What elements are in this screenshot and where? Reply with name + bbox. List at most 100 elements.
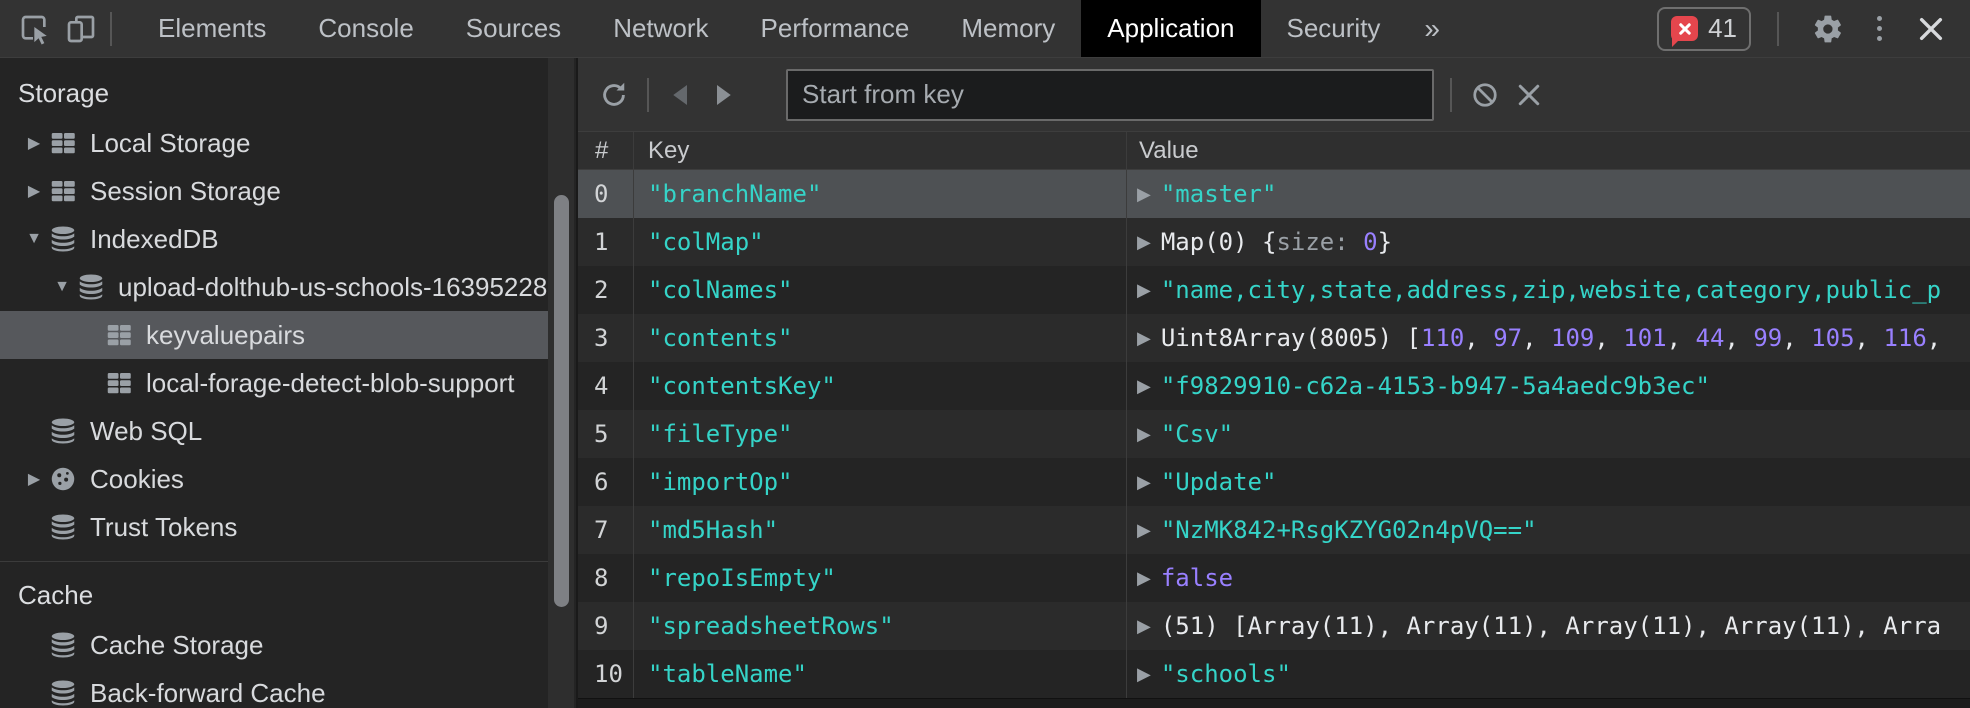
tab-security[interactable]: Security (1286, 13, 1381, 43)
row-value: ▶false (1127, 554, 1970, 602)
sidebar-item-local-storage[interactable]: ▶Local Storage (0, 119, 550, 167)
tab-performance[interactable]: Performance (760, 13, 910, 43)
value-preview: "f9829910-c62a-4153-b947-5a4aedc9b3ec" (1160, 372, 1710, 400)
tree-item-label: keyvaluepairs (146, 319, 305, 350)
row-index: 3 (578, 314, 634, 362)
sidebar-item-session-storage[interactable]: ▶Session Storage (0, 167, 550, 215)
expand-triangle-icon[interactable]: ▶ (1137, 471, 1151, 493)
row-value: ▶"schools" (1127, 650, 1970, 698)
row-value: ▶Map(0) {size: 0} (1127, 218, 1970, 266)
inspect-cursor-icon (19, 13, 51, 45)
expand-triangle-icon[interactable]: ▶ (1137, 375, 1151, 397)
delete-selected-button[interactable] (1509, 75, 1549, 115)
table-footer-strip (578, 698, 1970, 708)
table-row[interactable]: 7"md5Hash"▶"NzMK842+RsgKZYG02n4pVQ==" (578, 506, 1970, 554)
tree-collapsed-icon[interactable]: ▶ (27, 135, 41, 152)
sidebar-scrollbar-thumb[interactable] (554, 195, 569, 607)
device-toolbar-button[interactable] (58, 6, 104, 52)
row-key: "contents" (634, 314, 1127, 362)
tab-application[interactable]: Application (1081, 0, 1261, 57)
table-icon (48, 128, 78, 158)
expand-triangle-icon[interactable]: ▶ (1137, 567, 1151, 589)
table-row[interactable]: 1"colMap"▶Map(0) {size: 0} (578, 218, 1970, 266)
expand-triangle-icon[interactable]: ▶ (1137, 423, 1151, 445)
tree-expanded-icon[interactable]: ▼ (54, 278, 70, 295)
tree-collapsed-icon[interactable]: ▶ (27, 183, 41, 200)
row-key: "spreadsheetRows" (634, 602, 1127, 650)
row-index: 9 (578, 602, 634, 650)
table-body: 0"branchName"▶"master"1"colMap"▶Map(0) {… (578, 170, 1970, 698)
tab-console[interactable]: Console (318, 13, 414, 43)
table-row[interactable]: 6"importOp"▶"Update" (578, 458, 1970, 506)
tree-collapsed-icon[interactable]: ▶ (27, 471, 41, 488)
inspect-cursor-button[interactable] (12, 6, 58, 52)
column-header-value[interactable]: Value (1139, 136, 1199, 164)
sidebar-item-cache-storage[interactable]: Cache Storage (0, 621, 550, 669)
tab-sources[interactable]: Sources (465, 13, 562, 43)
more-tabs-button[interactable]: » (1424, 12, 1440, 44)
expand-triangle-icon[interactable]: ▶ (1137, 615, 1151, 637)
expand-triangle-icon[interactable]: ▶ (1137, 183, 1151, 205)
sidebar-item-cookies[interactable]: ▶ Cookies (0, 455, 550, 503)
expand-triangle-icon[interactable]: ▶ (1137, 519, 1151, 541)
toolbar-divider (1777, 11, 1779, 46)
error-count: 41 (1708, 13, 1737, 43)
table-row[interactable]: 4"contentsKey"▶"f9829910-c62a-4153-b947-… (578, 362, 1970, 410)
table-row[interactable]: 9"spreadsheetRows"▶(51) [Array(11), Arra… (578, 602, 1970, 650)
database-icon (48, 630, 78, 660)
table-row[interactable]: 10"tableName"▶"schools" (578, 650, 1970, 698)
table-row[interactable]: 8"repoIsEmpty"▶false (578, 554, 1970, 602)
toolbar-divider (1450, 77, 1452, 112)
tab-memory[interactable]: Memory (961, 13, 1056, 43)
device-toolbar-icon (65, 13, 97, 45)
tab-elements[interactable]: Elements (158, 13, 267, 43)
sidebar-item-keyvaluepairs[interactable]: keyvaluepairs (0, 311, 550, 359)
row-key: "md5Hash" (634, 506, 1127, 554)
row-key: "importOp" (634, 458, 1127, 506)
row-index: 8 (578, 554, 634, 602)
refresh-button[interactable] (594, 75, 634, 115)
row-index: 2 (578, 266, 634, 314)
section-heading: Cache (18, 580, 94, 610)
settings-button[interactable] (1805, 6, 1851, 52)
tab-strip: Elements Console Sources Network Performance… (132, 0, 1406, 57)
expand-triangle-icon[interactable]: ▶ (1137, 231, 1151, 253)
sidebar-item-local-forage-detect-blob-support[interactable]: local-forage-detect-blob-support (0, 359, 550, 407)
page-forward-button[interactable] (702, 75, 742, 115)
row-value: ▶"master" (1127, 170, 1970, 218)
tree-expanded-icon[interactable]: ▼ (26, 230, 42, 247)
table-row[interactable]: 3"contents"▶Uint8Array(8005) [110, 97, 1… (578, 314, 1970, 362)
tree-item-label: Cache Storage (90, 629, 264, 660)
column-header-index[interactable]: # (578, 132, 634, 169)
column-header-key[interactable]: Key (634, 132, 1127, 169)
datagrid-toolbar (578, 58, 1970, 132)
start-from-key-input[interactable] (786, 68, 1434, 121)
more-options-button[interactable] (1871, 10, 1888, 47)
page-back-button[interactable] (662, 75, 702, 115)
expand-triangle-icon[interactable]: ▶ (1137, 279, 1151, 301)
value-preview: "Update" (1160, 468, 1277, 496)
devtools-tabbar: Elements Console Sources Network Performance… (0, 0, 1970, 58)
table-row[interactable]: 2"colNames"▶"name,city,state,address,zip… (578, 266, 1970, 314)
toolbar-divider (110, 11, 112, 46)
expand-triangle-icon[interactable]: ▶ (1137, 663, 1151, 685)
table-row[interactable]: 5"fileType"▶"Csv" (578, 410, 1970, 458)
sidebar-item-web-sql[interactable]: Web SQL (0, 407, 550, 455)
tab-network[interactable]: Network (613, 13, 709, 43)
close-icon (1915, 13, 1947, 45)
row-value: ▶ "f9829910-c62a-4153-b947-5a4aedc9b3ec" (1127, 362, 1970, 410)
sidebar-item-upload-dolthub-us-schools-16395228282[interactable]: ▼upload-dolthub-us-schools-16395228282 (0, 263, 550, 311)
clear-object-store-button[interactable] (1465, 75, 1505, 115)
table-row[interactable]: 0"branchName"▶"master" (578, 170, 1970, 218)
row-key: "colMap" (634, 218, 1127, 266)
error-badge[interactable]: 41 (1657, 6, 1751, 51)
database-icon (48, 416, 78, 446)
back-arrow-icon (667, 80, 697, 110)
expand-triangle-icon[interactable]: ▶ (1137, 327, 1151, 349)
sidebar-item-indexeddb[interactable]: ▼IndexedDB (0, 215, 550, 263)
sidebar-item-trust-tokens[interactable]: Trust Tokens (0, 503, 550, 551)
row-key: "repoIsEmpty" (634, 554, 1127, 602)
close-devtools-button[interactable] (1908, 6, 1954, 52)
tree-item-label: Cookies (90, 463, 184, 494)
sidebar-item-back-forward-cache[interactable]: Back-forward Cache (0, 669, 550, 708)
